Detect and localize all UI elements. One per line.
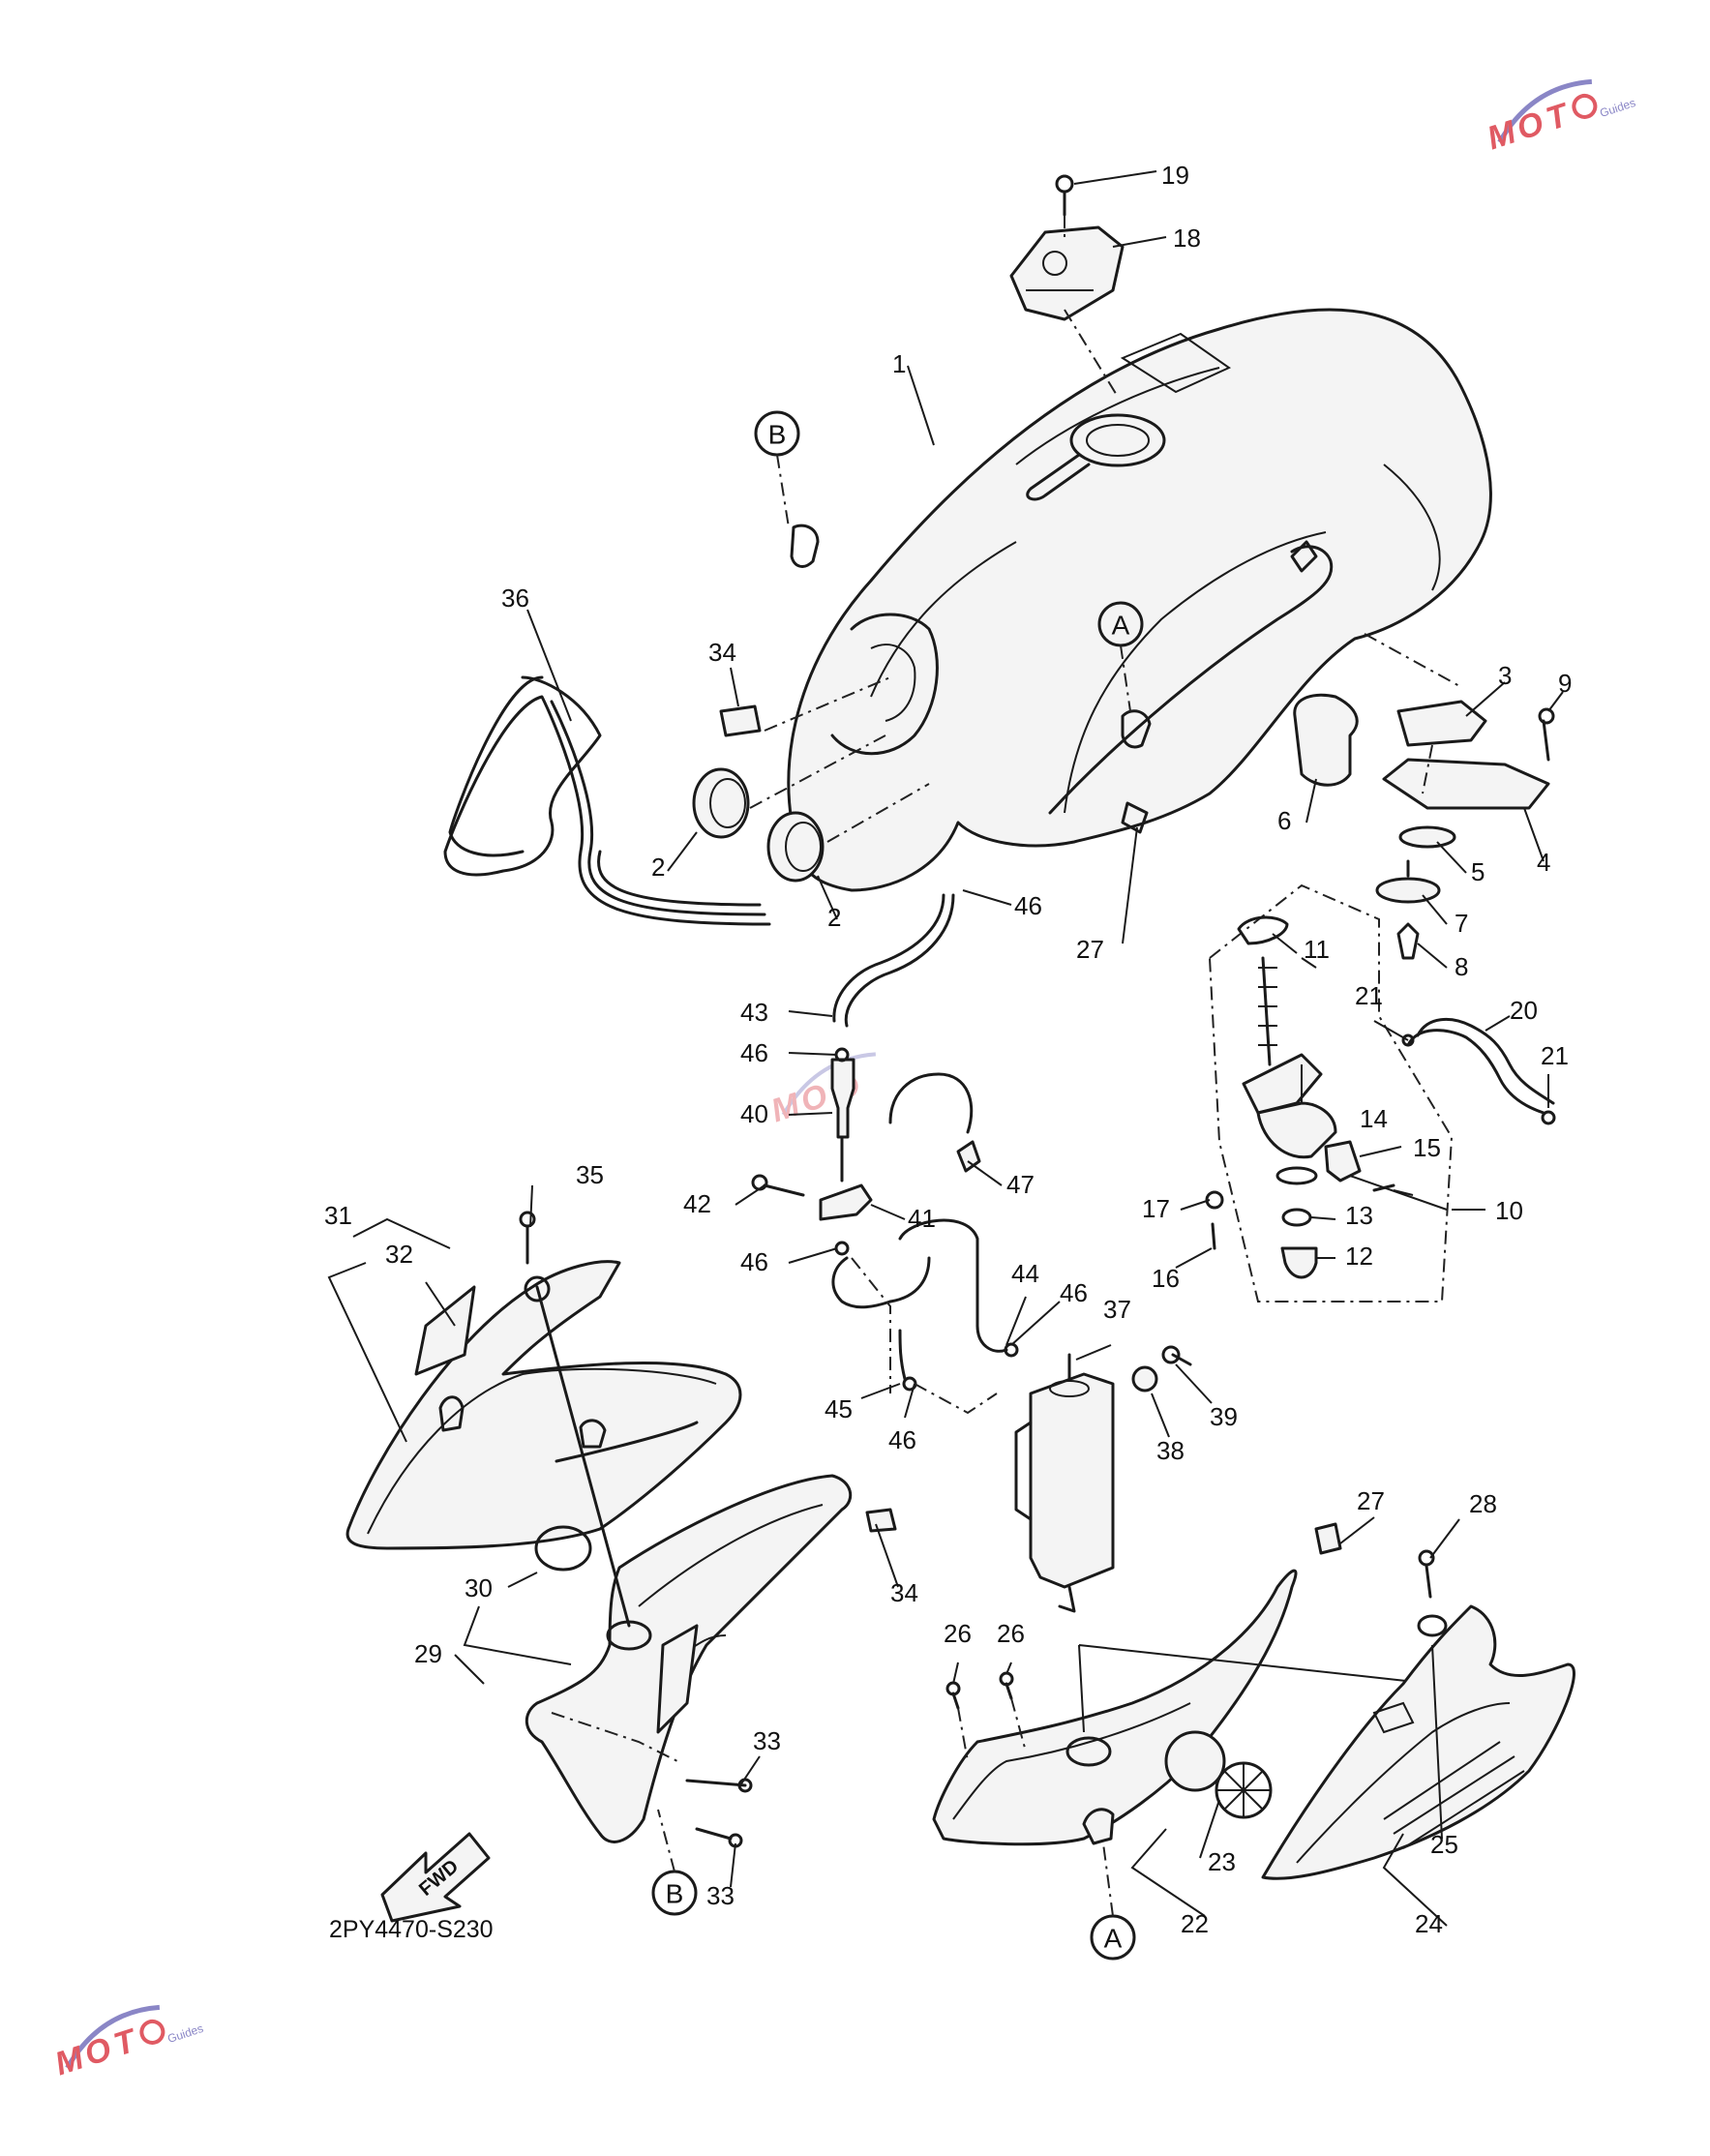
- callout-26a: 26: [944, 1619, 972, 1648]
- callout-31: 31: [324, 1201, 352, 1230]
- ref-marker-b-top: B: [754, 410, 800, 457]
- callout-16: 16: [1152, 1264, 1180, 1293]
- watermark-logo-center: M O: [766, 1052, 876, 1129]
- callout-25: 25: [1430, 1830, 1458, 1859]
- callout-4: 4: [1537, 848, 1550, 877]
- callout-47: 47: [1006, 1170, 1035, 1199]
- callout-44: 44: [1011, 1259, 1039, 1288]
- svg-text:A: A: [1104, 1924, 1123, 1954]
- callout-46d: 46: [1060, 1278, 1088, 1307]
- diagram-code: 2PY4470-S230: [329, 1916, 494, 1943]
- ref-b-bottom-line: [657, 1809, 675, 1872]
- front-side-cowl: [525, 1285, 897, 1848]
- ref-marker-a-bottom: A: [1090, 1914, 1136, 1961]
- callout-22: 22: [1181, 1909, 1209, 1938]
- callout-27b: 27: [1357, 1486, 1385, 1515]
- callout-38: 38: [1156, 1436, 1185, 1465]
- breather-hose: [1401, 1017, 1556, 1125]
- callout-29: 29: [414, 1639, 442, 1668]
- callout-10: 10: [1495, 1196, 1523, 1225]
- callout-30: 30: [465, 1573, 493, 1602]
- ref-b-top-line: [776, 454, 790, 528]
- callout-41: 41: [908, 1204, 936, 1233]
- ref-a-bottom-line: [1102, 1842, 1114, 1917]
- left-side-cover: [345, 1211, 742, 1550]
- svg-text:Guides: Guides: [1598, 96, 1636, 120]
- callout-32: 32: [385, 1240, 413, 1269]
- callout-21b: 21: [1541, 1041, 1569, 1070]
- callout-2b: 2: [827, 903, 841, 932]
- callout-34b: 34: [890, 1578, 918, 1607]
- callout-15: 15: [1413, 1133, 1441, 1162]
- callout-24: 24: [1415, 1909, 1443, 1938]
- callout-40: 40: [740, 1099, 768, 1128]
- tank-cap-right: [766, 811, 825, 883]
- callout-36: 36: [501, 584, 529, 613]
- watermark-logo-bottom: M O T Guides: [50, 2004, 205, 2082]
- callout-37: 37: [1103, 1295, 1131, 1324]
- callout-27a: 27: [1076, 935, 1104, 964]
- fuel-tank: [787, 308, 1492, 892]
- fuel-filler-cap: [1009, 225, 1125, 321]
- svg-text:B: B: [666, 1879, 684, 1909]
- watermark-logo-top: M O T Guides: [1483, 78, 1637, 157]
- cap-axis-lines: [749, 676, 930, 843]
- side-emblem-panel: [1261, 1549, 1575, 1880]
- callout-3: 3: [1498, 661, 1512, 690]
- right-tank-cover: [932, 1522, 1433, 1846]
- callout-46e: 46: [888, 1425, 916, 1454]
- callout-labels: 1 2 2 3 4 5 6 7 8 9 10 11 12 13 14 15 16…: [324, 161, 1572, 1938]
- cap-screw: [1055, 174, 1074, 217]
- callout-46c: 46: [740, 1247, 768, 1276]
- callout-7: 7: [1455, 909, 1468, 938]
- callout-13: 13: [1345, 1201, 1373, 1230]
- callout-43: 43: [740, 998, 768, 1027]
- fuel-line-assembly: [751, 893, 1019, 1415]
- callout-33a: 33: [753, 1726, 781, 1755]
- fuel-cock-mount-group: [1293, 633, 1555, 960]
- callout-46b: 46: [740, 1038, 768, 1067]
- callout-9: 9: [1558, 669, 1572, 698]
- svg-text:Guides: Guides: [165, 2021, 204, 2046]
- callout-14: 14: [1360, 1104, 1388, 1133]
- callout-23: 23: [1208, 1847, 1236, 1876]
- svg-text:T: T: [1542, 96, 1575, 138]
- overflow-hose: [443, 675, 771, 926]
- callout-34a: 34: [708, 638, 736, 667]
- callout-2a: 2: [651, 853, 665, 882]
- svg-text:T: T: [109, 2021, 143, 2064]
- cap-axis-line: [1064, 215, 1119, 398]
- callout-17: 17: [1142, 1194, 1170, 1223]
- callout-19: 19: [1161, 161, 1189, 190]
- tank-cap-left: [692, 767, 750, 839]
- callout-11: 11: [1304, 935, 1330, 964]
- callout-5: 5: [1471, 857, 1485, 886]
- callout-21a: 21: [1355, 981, 1383, 1010]
- callout-35: 35: [576, 1160, 604, 1189]
- callout-39: 39: [1210, 1402, 1238, 1431]
- charcoal-canister: [1014, 1345, 1192, 1613]
- callout-8: 8: [1455, 952, 1468, 981]
- callout-12: 12: [1345, 1242, 1373, 1271]
- callout-26b: 26: [997, 1619, 1025, 1648]
- fuel-cock-assembly: [1205, 883, 1454, 1303]
- callout-20: 20: [1510, 996, 1538, 1025]
- callout-42: 42: [683, 1189, 711, 1218]
- ref-marker-b-bottom: B: [651, 1870, 698, 1916]
- ref-a-top-line: [1120, 644, 1131, 712]
- callout-45: 45: [825, 1394, 853, 1423]
- callout-6: 6: [1277, 806, 1291, 835]
- callout-46a: 46: [1014, 891, 1042, 920]
- callout-28: 28: [1469, 1489, 1497, 1518]
- svg-text:A: A: [1112, 611, 1130, 641]
- leader-lines: [327, 170, 1564, 1927]
- callout-18: 18: [1173, 224, 1201, 253]
- callout-33b: 33: [706, 1881, 735, 1910]
- callout-1: 1: [892, 349, 906, 378]
- fwd-arrow: FWD: [380, 1832, 491, 1923]
- grommet: [719, 704, 762, 737]
- svg-text:B: B: [768, 420, 787, 450]
